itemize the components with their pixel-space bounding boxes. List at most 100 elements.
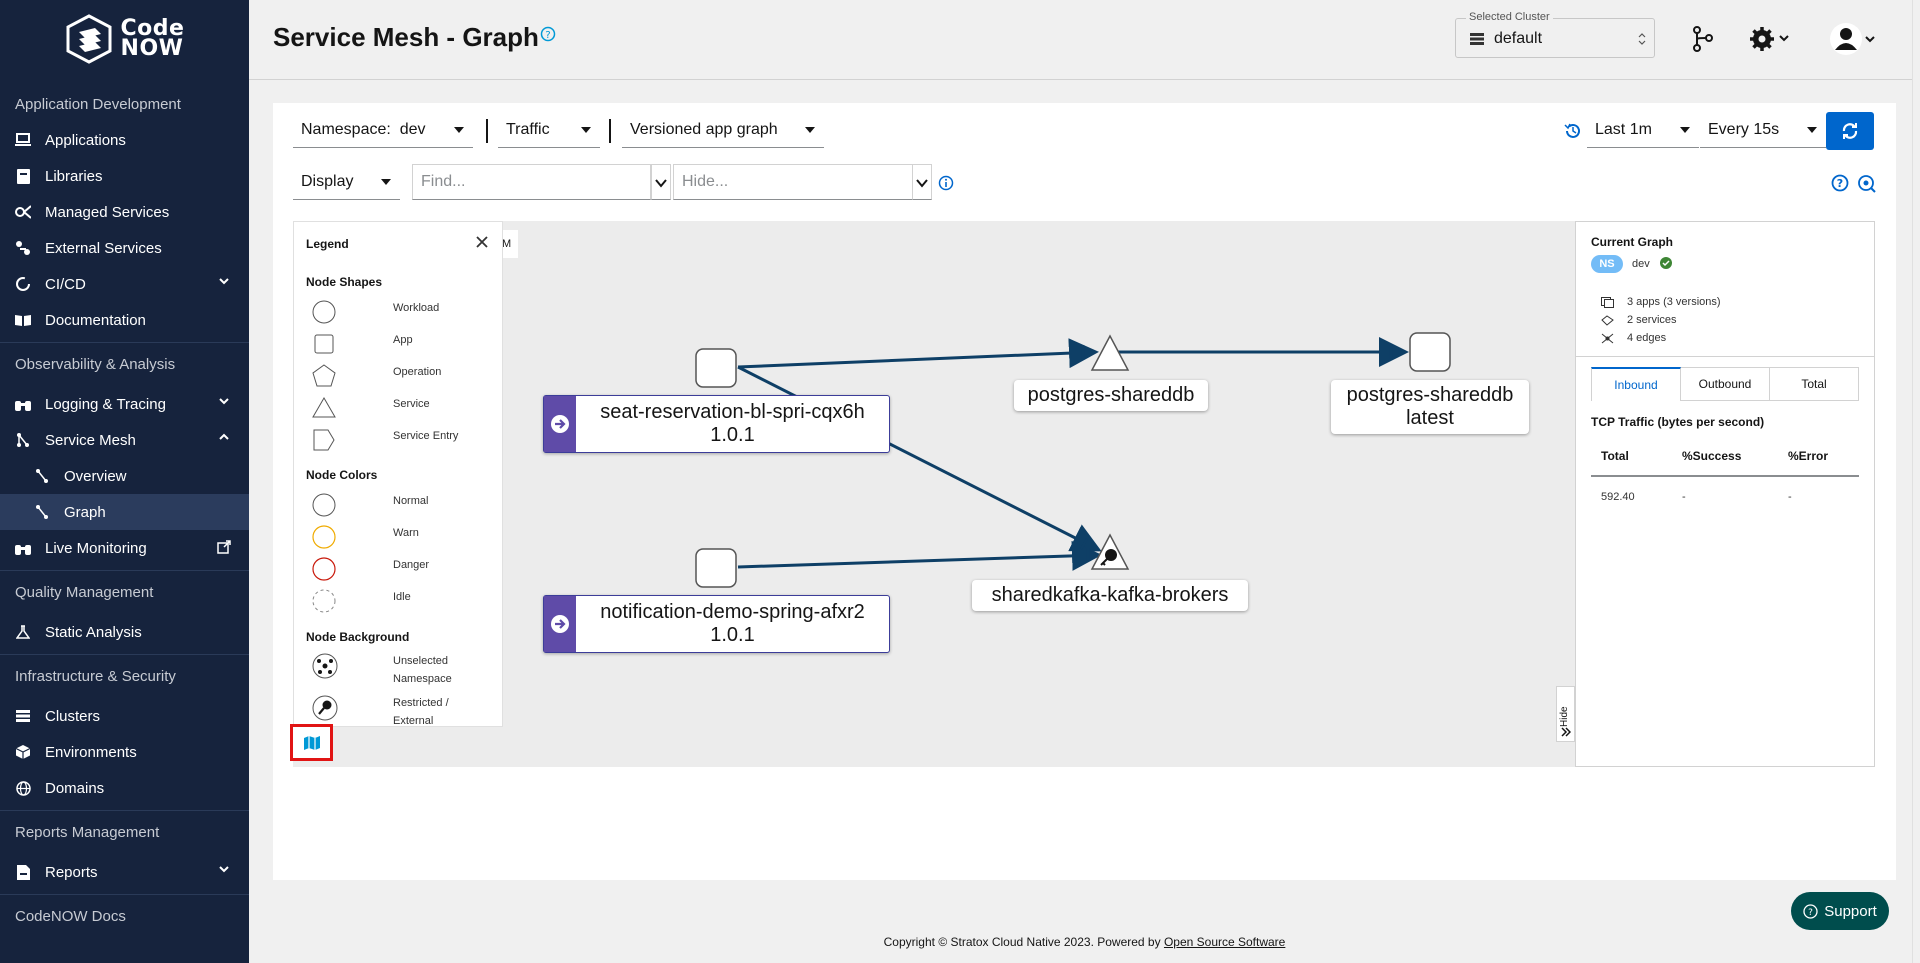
- normal-circle-icon: [312, 493, 336, 517]
- chevron-down-icon: [219, 866, 229, 873]
- node-label-postgres-service[interactable]: postgres-shareddb: [1014, 380, 1208, 411]
- sidebar-item-environments[interactable]: Environments: [0, 734, 249, 770]
- binoculars-icon: [15, 396, 31, 412]
- git-branch-icon[interactable]: [1692, 26, 1714, 52]
- hide-input[interactable]: Hide...: [673, 164, 913, 200]
- refresh-interval-dropdown[interactable]: Every 15s: [1700, 112, 1826, 148]
- sidebar-item-logging-tracing[interactable]: Logging & Tracing: [0, 386, 249, 422]
- edge-notification-to-kafka[interactable]: [737, 540, 1102, 571]
- sidebar-item-clusters[interactable]: Clusters: [0, 698, 249, 734]
- toolbar-divider: [609, 119, 611, 143]
- node-postgres-service[interactable]: [1090, 334, 1130, 371]
- legend-item-danger: Danger: [306, 553, 496, 581]
- node-label-notification-demo[interactable]: notification-demo-spring-afxr2 1.0.1: [543, 595, 890, 653]
- node-label-kafka-service[interactable]: sharedkafka-kafka-brokers: [972, 580, 1248, 611]
- close-icon[interactable]: [476, 236, 488, 248]
- node-postgres-app[interactable]: [1409, 332, 1451, 372]
- sidebar-item-applications[interactable]: Applications: [0, 122, 249, 158]
- brand-line2: NOW: [120, 36, 184, 61]
- node-name: postgres-shareddb: [1346, 384, 1514, 406]
- hide-panel-tab[interactable]: Hide: [1556, 686, 1575, 742]
- page-scrollbar[interactable]: [1912, 0, 1920, 963]
- open-source-link[interactable]: Open Source Software: [1163, 935, 1286, 949]
- tab-outbound[interactable]: Outbound: [1681, 367, 1770, 401]
- sidebar-item-overview[interactable]: Overview: [0, 458, 249, 494]
- legend-heading-background: Node Background: [306, 630, 410, 644]
- tab-total[interactable]: Total: [1770, 367, 1859, 401]
- legend-item-service: Service: [306, 392, 496, 420]
- sidebar-item-label: Environments: [45, 743, 137, 761]
- sidebar-item-documentation[interactable]: Documentation: [0, 302, 249, 338]
- nav-section-quality: Quality Management: [0, 570, 249, 614]
- minimap-tab[interactable]: M: [500, 230, 518, 258]
- caret-down-icon: [805, 126, 815, 133]
- nav-section-docs[interactable]: CodeNOW Docs: [0, 894, 249, 938]
- edge-seat-to-postgres[interactable]: [737, 338, 1099, 369]
- sidebar-item-static-analysis[interactable]: Static Analysis: [0, 614, 249, 650]
- node-seat-workload[interactable]: [695, 348, 737, 388]
- sidebar-item-reports[interactable]: Reports: [0, 854, 249, 890]
- key-circle-icon: [312, 695, 338, 721]
- cube-icon: [15, 744, 31, 760]
- sidebar-item-libraries[interactable]: Libraries: [0, 158, 249, 194]
- display-dropdown[interactable]: Display: [293, 164, 400, 200]
- edges-icon: [1601, 333, 1614, 344]
- node-notification-workload[interactable]: [695, 548, 737, 588]
- legend-label: Danger: [393, 559, 430, 571]
- graph-canvas[interactable]: [293, 221, 1575, 767]
- legend-toggle-button[interactable]: [290, 724, 333, 761]
- legend-label: Service: [393, 398, 430, 410]
- sidebar-item-external-services[interactable]: External Services: [0, 230, 249, 266]
- user-avatar-icon[interactable]: [1829, 22, 1879, 56]
- node-version: 1.0.1: [710, 624, 755, 646]
- namespace-name: dev: [1632, 258, 1650, 270]
- node-label-seat-reservation[interactable]: seat-reservation-bl-spri-cqx6h 1.0.1: [543, 395, 890, 453]
- history-icon: [1564, 123, 1580, 138]
- legend-item-restricted-external: Restricted /External: [306, 691, 496, 727]
- sidebar-item-label: Overview: [64, 467, 127, 485]
- traffic-dropdown[interactable]: Traffic: [498, 112, 600, 148]
- hide-history-toggle[interactable]: [912, 164, 932, 200]
- help-icon[interactable]: ?: [1831, 174, 1849, 192]
- legend-item-idle: Idle: [306, 585, 496, 613]
- sidebar-item-service-mesh[interactable]: Service Mesh: [0, 422, 249, 458]
- graph-type-dropdown[interactable]: Versioned app graph: [622, 112, 824, 148]
- caret-down-icon: [454, 126, 464, 133]
- gear-icon[interactable]: [1750, 26, 1790, 52]
- map-icon: [303, 735, 320, 750]
- node-label-postgres-app[interactable]: postgres-shareddb latest: [1331, 380, 1529, 434]
- legend-label-line: Restricted /: [393, 697, 449, 709]
- namespace-dropdown[interactable]: Namespace: dev: [293, 112, 473, 148]
- cluster-select[interactable]: Selected Cluster default: [1455, 11, 1655, 58]
- node-version: latest: [1406, 407, 1454, 429]
- help-icon[interactable]: ?: [540, 26, 556, 42]
- sidebar-item-domains[interactable]: Domains: [0, 770, 249, 806]
- legend-item-warn: Warn: [306, 521, 496, 549]
- sidebar-item-label: Static Analysis: [45, 623, 142, 641]
- find-input[interactable]: Find...: [412, 164, 651, 200]
- tour-icon[interactable]: [1857, 173, 1877, 193]
- time-range-dropdown[interactable]: Last 1m: [1587, 112, 1699, 148]
- chevron-down-icon: [916, 179, 928, 188]
- sidebar-item-live-monitoring[interactable]: Live Monitoring: [0, 530, 249, 566]
- legend-title: Legend: [306, 237, 349, 251]
- support-button[interactable]: ? Support: [1791, 892, 1889, 930]
- sidebar-item-cicd[interactable]: CI/CD: [0, 266, 249, 302]
- danger-circle-icon: [312, 557, 336, 581]
- brand-logo[interactable]: Code NOW: [0, 0, 249, 78]
- sidebar-item-graph[interactable]: Graph: [0, 494, 249, 530]
- legend-heading-shapes: Node Shapes: [306, 275, 383, 289]
- nav-section-app-dev: Application Development: [15, 95, 181, 113]
- sidebar-item-managed-services[interactable]: Managed Services: [0, 194, 249, 230]
- cell-error: -: [1788, 491, 1792, 503]
- info-icon[interactable]: [938, 175, 954, 191]
- refresh-button[interactable]: [1826, 112, 1874, 150]
- square-shape-icon: [314, 334, 334, 354]
- tab-inbound[interactable]: Inbound: [1591, 367, 1681, 401]
- legend-heading-colors: Node Colors: [306, 468, 378, 482]
- find-history-toggle[interactable]: [651, 164, 671, 200]
- node-name: notification-demo-spring-afxr2: [600, 601, 865, 623]
- namespace-badge: NS: [1591, 255, 1623, 273]
- app-badge: [544, 596, 576, 652]
